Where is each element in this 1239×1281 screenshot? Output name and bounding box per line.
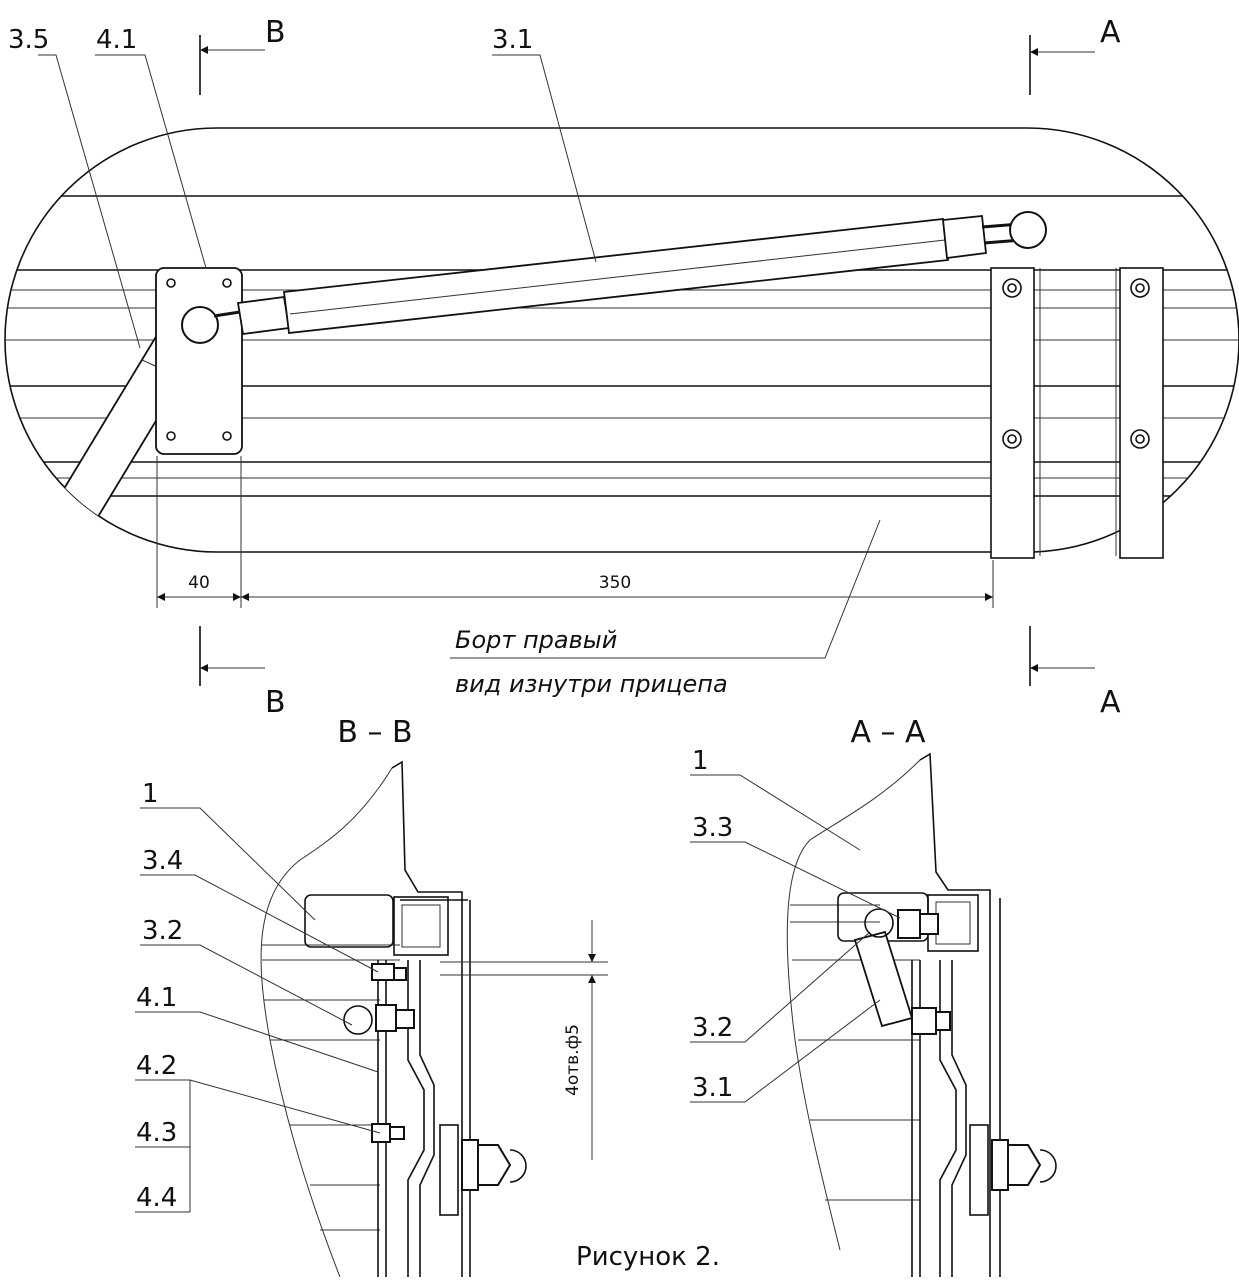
callout-aa-1: 1 [692, 746, 709, 776]
figure-caption: Рисунок 2. [576, 1242, 720, 1272]
dimension-lines [156, 456, 994, 608]
section-title-bb: B – B [337, 715, 412, 750]
callout-bb-1: 1 [142, 779, 159, 809]
holes-note: 4отв.ф5 [563, 1024, 583, 1096]
section-bb [135, 760, 608, 1278]
note-leader [450, 519, 881, 659]
callout-bb-4-1: 4.1 [136, 983, 177, 1013]
callout-4-1: 4.1 [96, 25, 137, 55]
callout-bb-4-4: 4.4 [136, 1183, 177, 1213]
section-mark-a-bottom: A [1100, 685, 1121, 720]
callout-bb-3-4: 3.4 [142, 846, 183, 876]
callout-3-5: 3.5 [8, 25, 49, 55]
mounting-plate [155, 267, 243, 455]
rivet-icon [1002, 278, 1150, 449]
callout-bb-4-2: 4.2 [136, 1051, 177, 1081]
top-callout-leaders [38, 54, 597, 349]
note-line-1: Борт правый [455, 626, 617, 654]
dimension-40: 40 [188, 573, 210, 593]
side-board-view: 40 350 Борт правый вид изнутри прицепа 3… [4, 15, 1239, 720]
dimension-350: 350 [599, 573, 631, 593]
callout-aa-3-3: 3.3 [692, 813, 733, 843]
callout-3-1: 3.1 [492, 25, 533, 55]
section-mark-b-top: B [265, 15, 286, 50]
gas-spring [181, 211, 1047, 344]
callout-bb-3-2: 3.2 [142, 916, 183, 946]
section-cut-marks [199, 35, 1095, 686]
callout-aa-3-2: 3.2 [692, 1013, 733, 1043]
section-aa [690, 752, 1057, 1277]
section-mark-b-bottom: B [265, 685, 286, 720]
callout-aa-3-1: 3.1 [692, 1073, 733, 1103]
note-line-2: вид изнутри прицепа [455, 670, 728, 698]
callout-bb-4-3: 4.3 [136, 1118, 177, 1148]
section-mark-a-top: A [1100, 15, 1121, 50]
section-title-aa: A – A [850, 715, 926, 750]
vertical-strips [990, 267, 1164, 559]
